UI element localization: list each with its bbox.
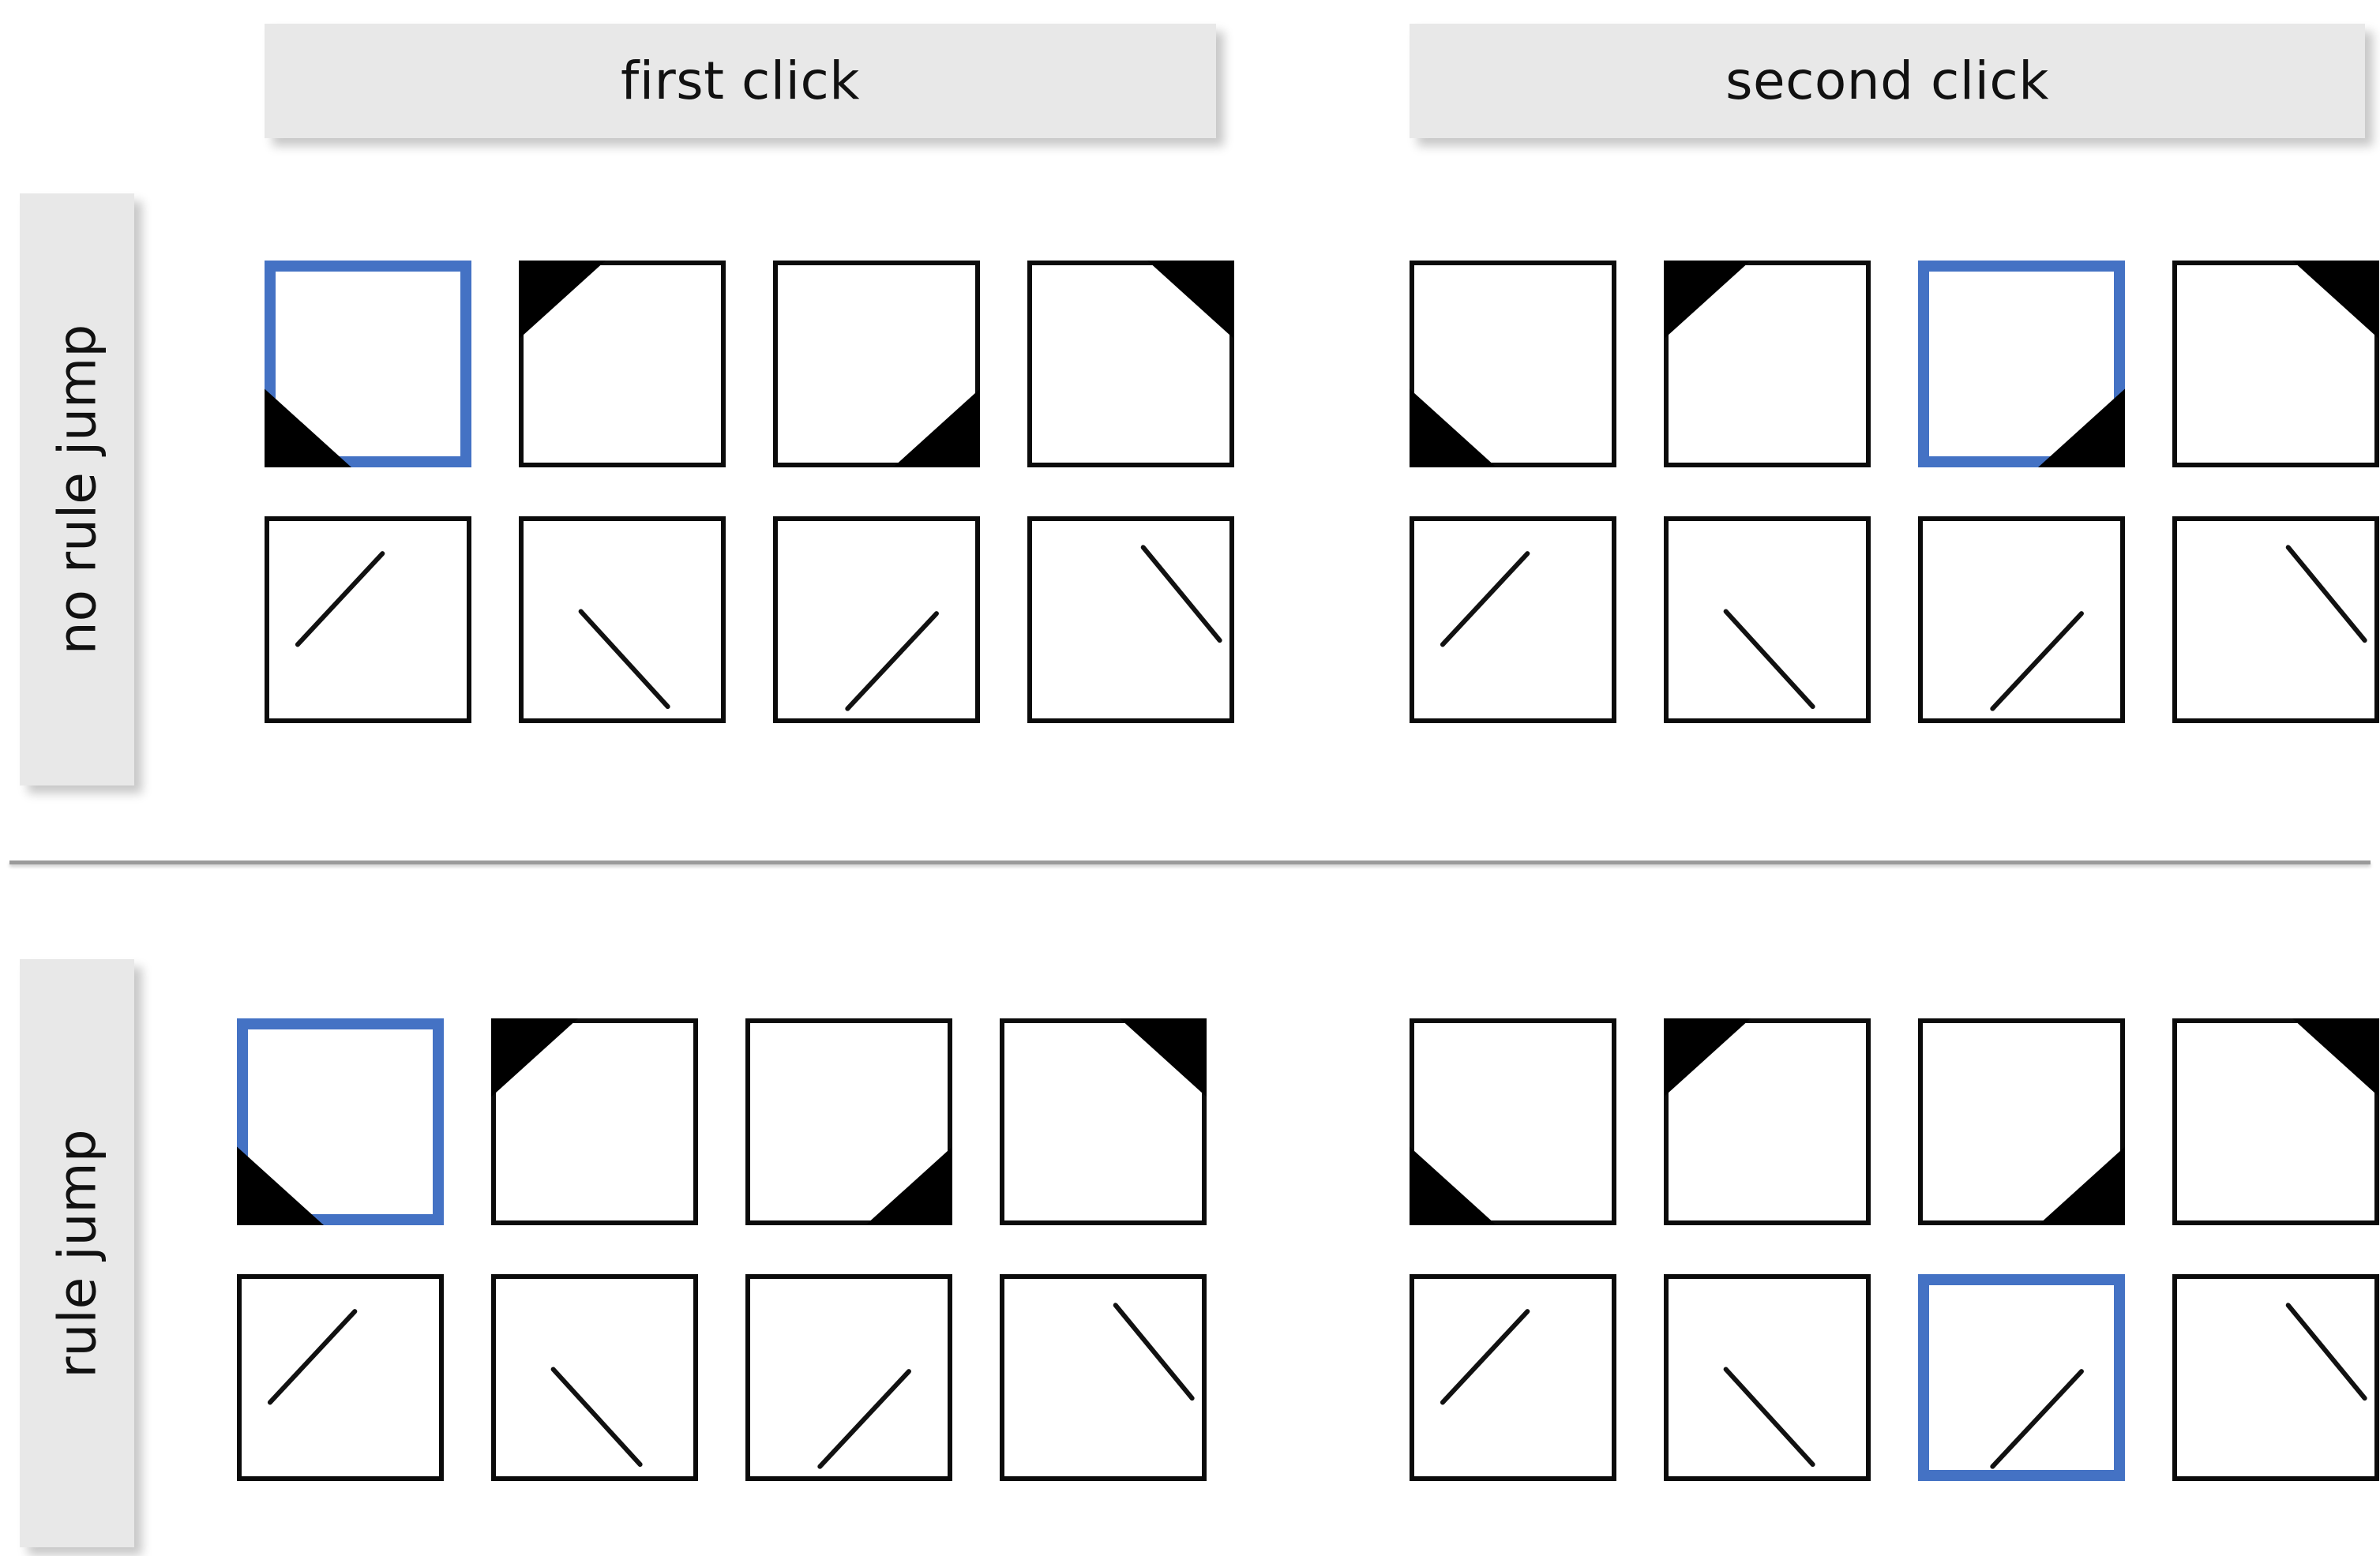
square-outline bbox=[773, 516, 980, 723]
corner-triangle-bottom-left-icon bbox=[1410, 388, 1497, 467]
stimulus-square-q1-r1-c0[interactable] bbox=[1410, 516, 1616, 723]
diagonal-line-slash-lower-right-icon bbox=[845, 611, 939, 711]
stimulus-square-q0-r0-c1[interactable] bbox=[519, 261, 726, 467]
diagonal-line-backslash-upper-right-icon bbox=[2285, 1303, 2367, 1401]
square-outline bbox=[1410, 1274, 1616, 1481]
row-label-no-rule-jump-text: no rule jump bbox=[47, 324, 107, 655]
stimulus-square-q3-r0-c2[interactable] bbox=[1918, 1018, 2125, 1225]
stimulus-square-q2-r0-c0-selected[interactable] bbox=[237, 1018, 444, 1225]
square-outline bbox=[491, 1274, 698, 1481]
square-outline bbox=[265, 516, 471, 723]
corner-triangle-bottom-right-icon bbox=[892, 388, 980, 467]
square-outline bbox=[1664, 516, 1871, 723]
diagonal-line-slash-lower-right-icon bbox=[1990, 1369, 2084, 1469]
square-outline bbox=[1918, 1274, 2125, 1481]
square-outline bbox=[237, 1274, 444, 1481]
square-outline bbox=[1664, 1274, 1871, 1481]
stimulus-square-q3-r0-c1[interactable] bbox=[1664, 1018, 1871, 1225]
stimulus-square-q2-r1-c2[interactable] bbox=[745, 1274, 952, 1481]
column-header-second-click: second click bbox=[1410, 24, 2365, 138]
stimulus-square-q2-r1-c1[interactable] bbox=[491, 1274, 698, 1481]
stimulus-square-q2-r1-c3[interactable] bbox=[1000, 1274, 1207, 1481]
diagonal-line-slash-upper-left-icon bbox=[1440, 1309, 1530, 1405]
column-header-first-click-label: first click bbox=[621, 51, 860, 111]
stimulus-square-q1-r0-c2-selected[interactable] bbox=[1918, 261, 2125, 467]
stimulus-square-q0-r1-c2[interactable] bbox=[773, 516, 980, 723]
diagonal-line-backslash-center-icon bbox=[550, 1367, 643, 1468]
stimulus-square-q3-r0-c3[interactable] bbox=[2172, 1018, 2379, 1225]
stimulus-square-q0-r1-c0[interactable] bbox=[265, 516, 471, 723]
stimulus-square-q1-r1-c2[interactable] bbox=[1918, 516, 2125, 723]
stimulus-square-q3-r1-c0[interactable] bbox=[1410, 1274, 1616, 1481]
corner-triangle-top-left-icon bbox=[491, 1018, 579, 1097]
diagonal-line-backslash-upper-right-icon bbox=[1113, 1303, 1195, 1401]
stimulus-square-q2-r0-c1[interactable] bbox=[491, 1018, 698, 1225]
stimulus-square-q1-r0-c0[interactable] bbox=[1410, 261, 1616, 467]
corner-triangle-bottom-left-icon bbox=[1410, 1146, 1497, 1225]
square-outline bbox=[1027, 261, 1234, 467]
diagonal-line-slash-upper-left-icon bbox=[267, 1309, 358, 1405]
row-label-rule-jump: rule jump bbox=[20, 959, 134, 1547]
stimulus-square-q1-r1-c1[interactable] bbox=[1664, 516, 1871, 723]
corner-triangle-top-right-icon bbox=[2292, 1018, 2379, 1097]
square-outline bbox=[1410, 516, 1616, 723]
diagonal-line-slash-upper-left-icon bbox=[1440, 551, 1530, 647]
corner-triangle-bottom-right-icon bbox=[2037, 388, 2125, 467]
corner-triangle-bottom-right-icon bbox=[865, 1146, 952, 1225]
stimulus-square-q1-r0-c1[interactable] bbox=[1664, 261, 1871, 467]
corner-triangle-bottom-left-icon bbox=[237, 1146, 325, 1225]
column-header-second-click-label: second click bbox=[1725, 51, 2049, 111]
diagonal-line-backslash-upper-right-icon bbox=[1140, 545, 1222, 643]
square-outline bbox=[1410, 1018, 1616, 1225]
stimulus-square-q0-r1-c3[interactable] bbox=[1027, 516, 1234, 723]
stimulus-square-q0-r0-c2[interactable] bbox=[773, 261, 980, 467]
stimulus-square-q0-r0-c3[interactable] bbox=[1027, 261, 1234, 467]
diagonal-line-backslash-upper-right-icon bbox=[2285, 545, 2367, 643]
stimulus-square-q2-r0-c3[interactable] bbox=[1000, 1018, 1207, 1225]
corner-triangle-top-left-icon bbox=[1664, 1018, 1751, 1097]
stimulus-square-q2-r0-c2[interactable] bbox=[745, 1018, 952, 1225]
diagonal-line-slash-upper-left-icon bbox=[295, 551, 385, 647]
square-outline bbox=[237, 1018, 444, 1225]
diagonal-line-backslash-center-icon bbox=[578, 609, 670, 710]
corner-triangle-top-right-icon bbox=[1147, 261, 1234, 339]
corner-triangle-bottom-right-icon bbox=[2037, 1146, 2125, 1225]
corner-triangle-bottom-left-icon bbox=[265, 388, 352, 467]
corner-triangle-top-right-icon bbox=[2292, 261, 2379, 339]
square-outline bbox=[519, 516, 726, 723]
corner-triangle-top-right-icon bbox=[1119, 1018, 1207, 1097]
column-header-first-click: first click bbox=[265, 24, 1216, 138]
diagonal-line-backslash-center-icon bbox=[1723, 609, 1815, 710]
row-label-no-rule-jump: no rule jump bbox=[20, 193, 134, 785]
stimulus-square-q2-r1-c0[interactable] bbox=[237, 1274, 444, 1481]
diagonal-line-backslash-center-icon bbox=[1723, 1367, 1815, 1468]
diagonal-line-slash-lower-right-icon bbox=[817, 1369, 911, 1469]
stimulus-square-q3-r1-c1[interactable] bbox=[1664, 1274, 1871, 1481]
section-divider bbox=[9, 860, 2371, 864]
diagonal-line-slash-lower-right-icon bbox=[1990, 611, 2084, 711]
stimulus-square-q1-r1-c3[interactable] bbox=[2172, 516, 2379, 723]
stimulus-square-q3-r1-c3[interactable] bbox=[2172, 1274, 2379, 1481]
square-outline bbox=[745, 1274, 952, 1481]
stimulus-square-q0-r1-c1[interactable] bbox=[519, 516, 726, 723]
corner-triangle-top-left-icon bbox=[519, 261, 606, 339]
corner-triangle-top-left-icon bbox=[1664, 261, 1751, 339]
stimulus-square-q3-r0-c0[interactable] bbox=[1410, 1018, 1616, 1225]
stimulus-square-q0-r0-c0-selected[interactable] bbox=[265, 261, 471, 467]
row-label-rule-jump-text: rule jump bbox=[47, 1128, 107, 1378]
stimulus-square-q1-r0-c3[interactable] bbox=[2172, 261, 2379, 467]
square-outline bbox=[1918, 516, 2125, 723]
stimulus-square-q3-r1-c2-selected[interactable] bbox=[1918, 1274, 2125, 1481]
